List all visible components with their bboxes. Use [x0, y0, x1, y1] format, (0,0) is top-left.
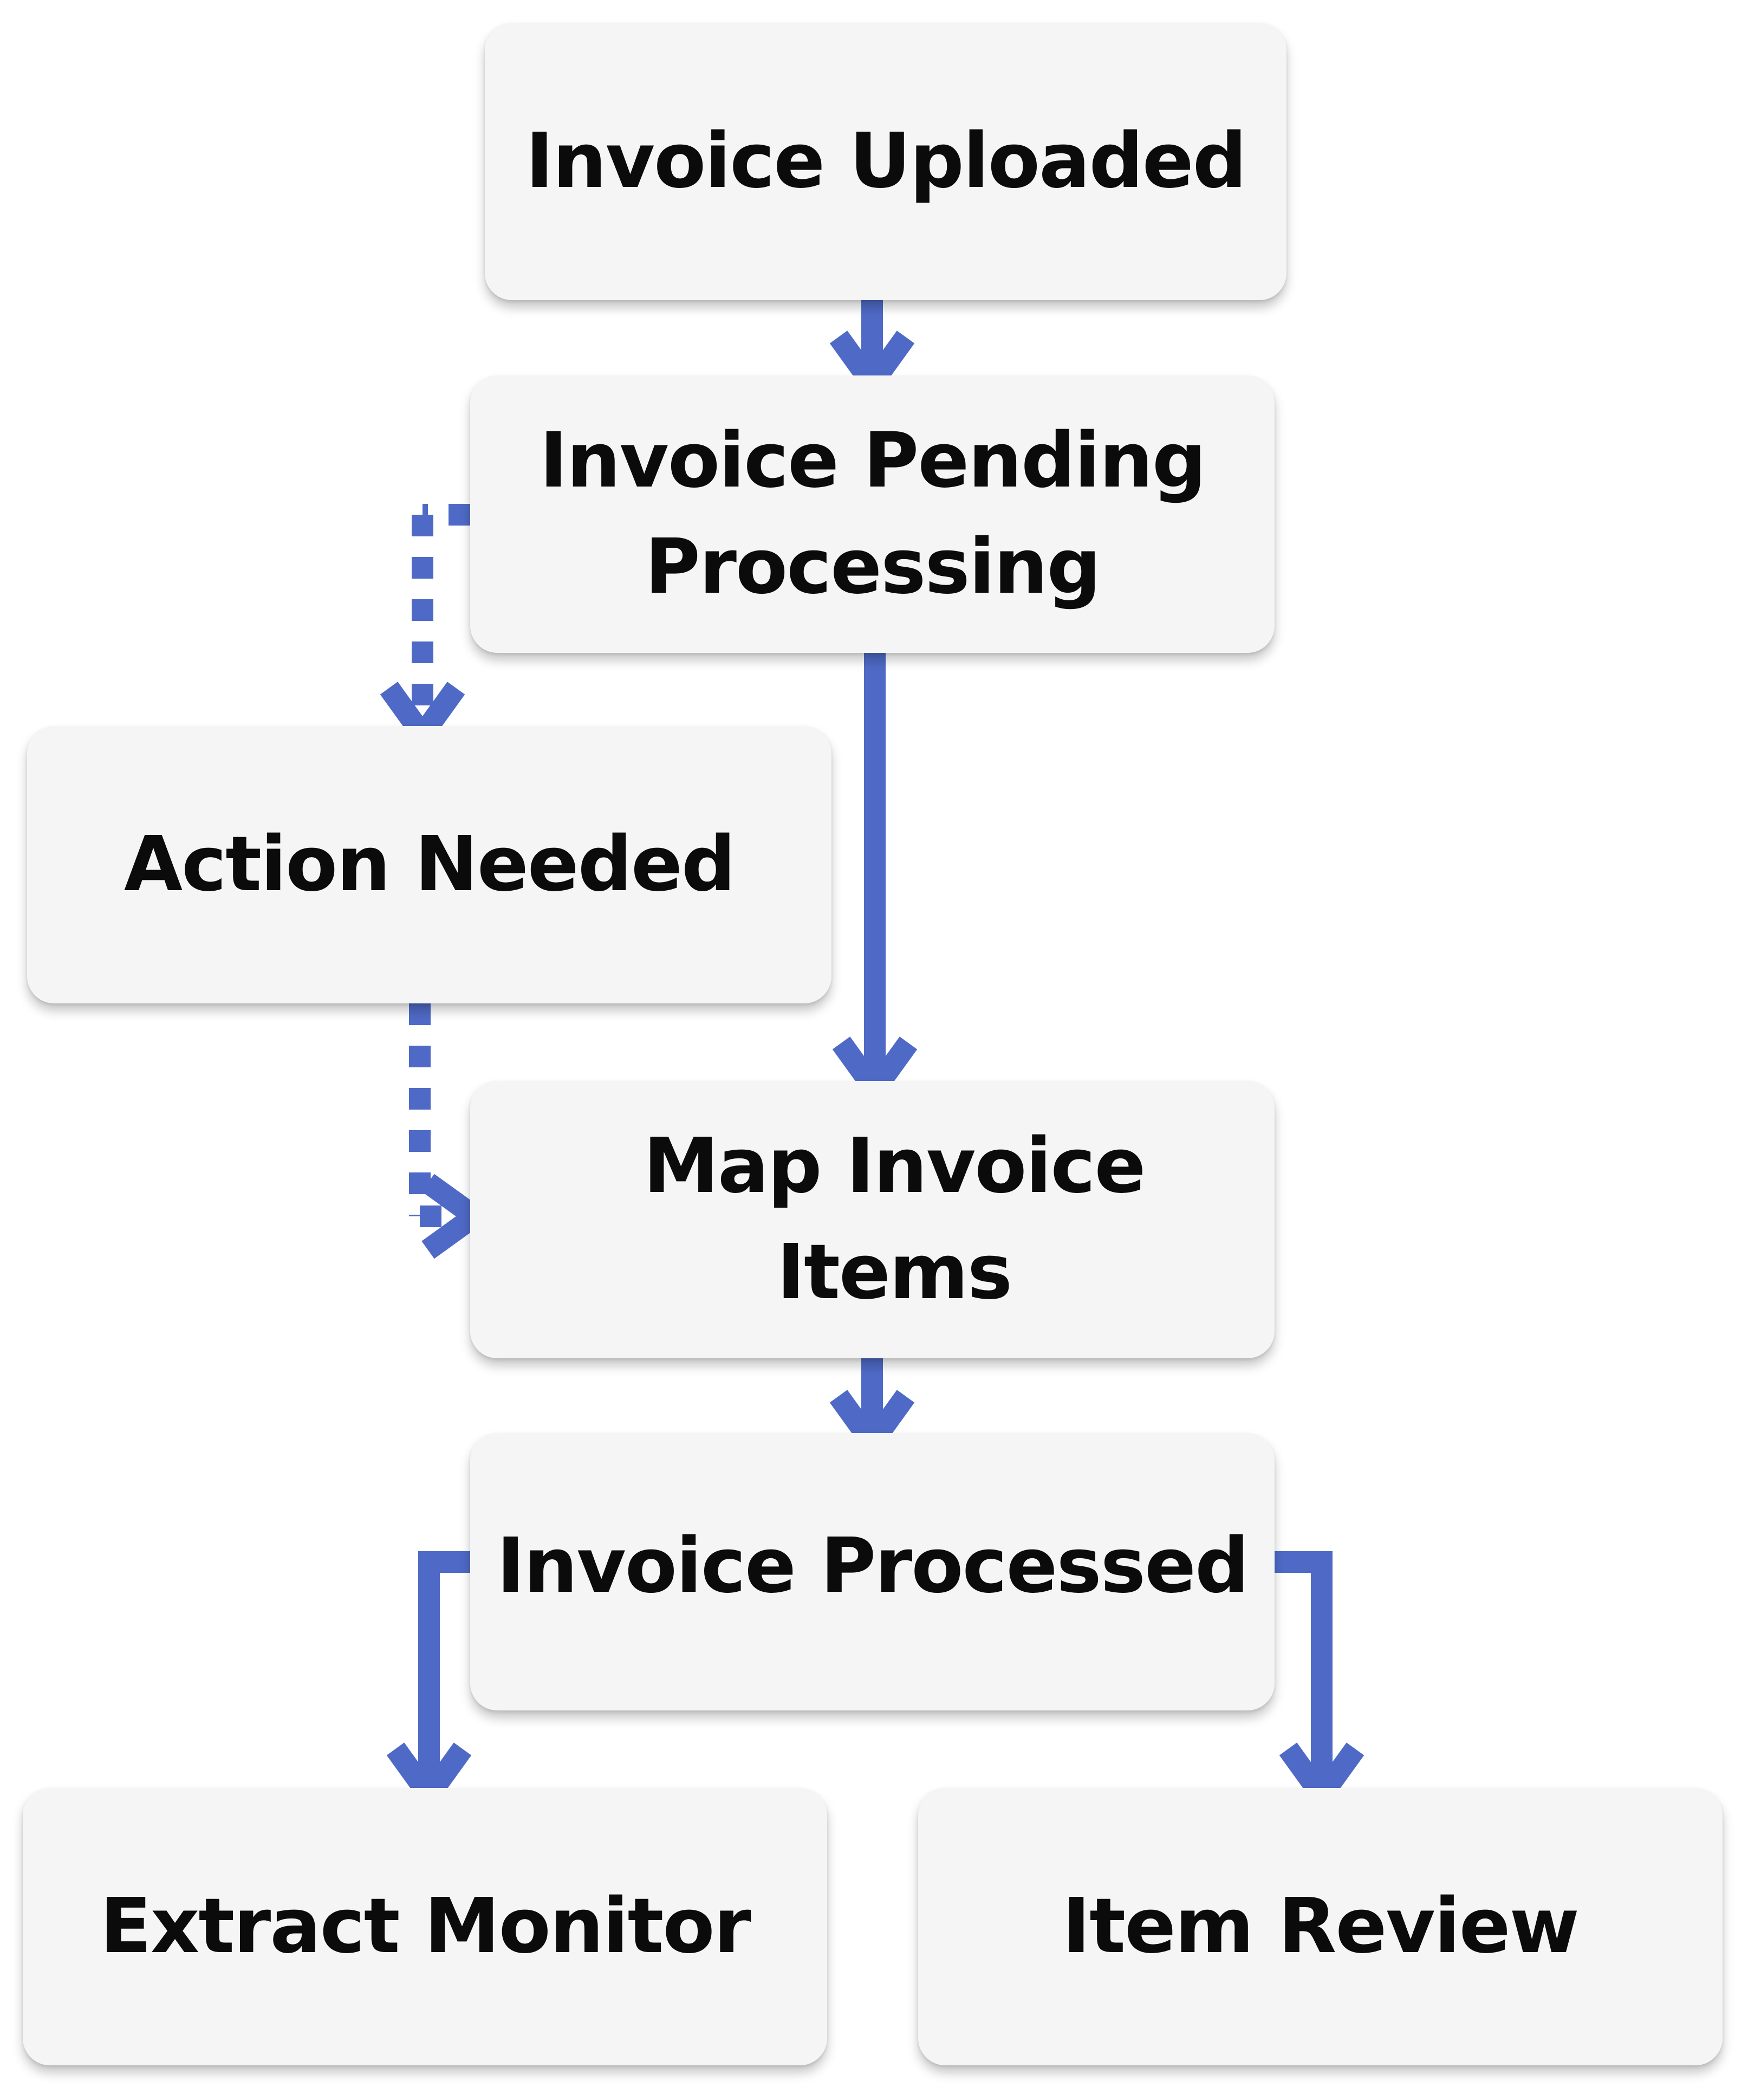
node-item-review: Item Review	[918, 1788, 1723, 2065]
node-label: Action Needed	[124, 820, 736, 909]
node-label-line-1: Invoice Pending	[539, 417, 1206, 505]
node-invoice-pending-processing: Invoice Pending Processing	[470, 375, 1275, 653]
node-invoice-processed: Invoice Processed	[470, 1433, 1275, 1710]
node-label-line-2: Processing	[645, 523, 1101, 611]
node-extract-monitor: Extract Monitor	[23, 1788, 827, 2065]
arrow-action-to-map-dashed	[409, 1003, 493, 1259]
arrow-pending-to-map	[832, 653, 918, 1109]
arrow-map-to-processed	[829, 1358, 915, 1462]
node-map-invoice-items: Map Invoice Items	[470, 1081, 1275, 1358]
arrow-processed-to-review	[1275, 1551, 1364, 1814]
node-action-needed: Action Needed	[27, 726, 831, 1003]
node-label: Invoice Processed	[496, 1522, 1249, 1610]
node-label: Item Review	[1062, 1882, 1580, 1971]
arrow-processed-to-extract	[386, 1551, 472, 1814]
node-label-group: Invoice Pending Processing	[470, 408, 1275, 620]
node-label: Invoice Uploaded	[525, 117, 1247, 205]
node-label: Map Invoice Items	[643, 1122, 1146, 1317]
arrow-uploaded-to-pending	[829, 300, 915, 403]
node-invoice-uploaded: Invoice Uploaded	[485, 23, 1286, 300]
node-label: Extract Monitor	[100, 1882, 751, 1971]
arrow-pending-to-action-dashed	[380, 504, 470, 754]
